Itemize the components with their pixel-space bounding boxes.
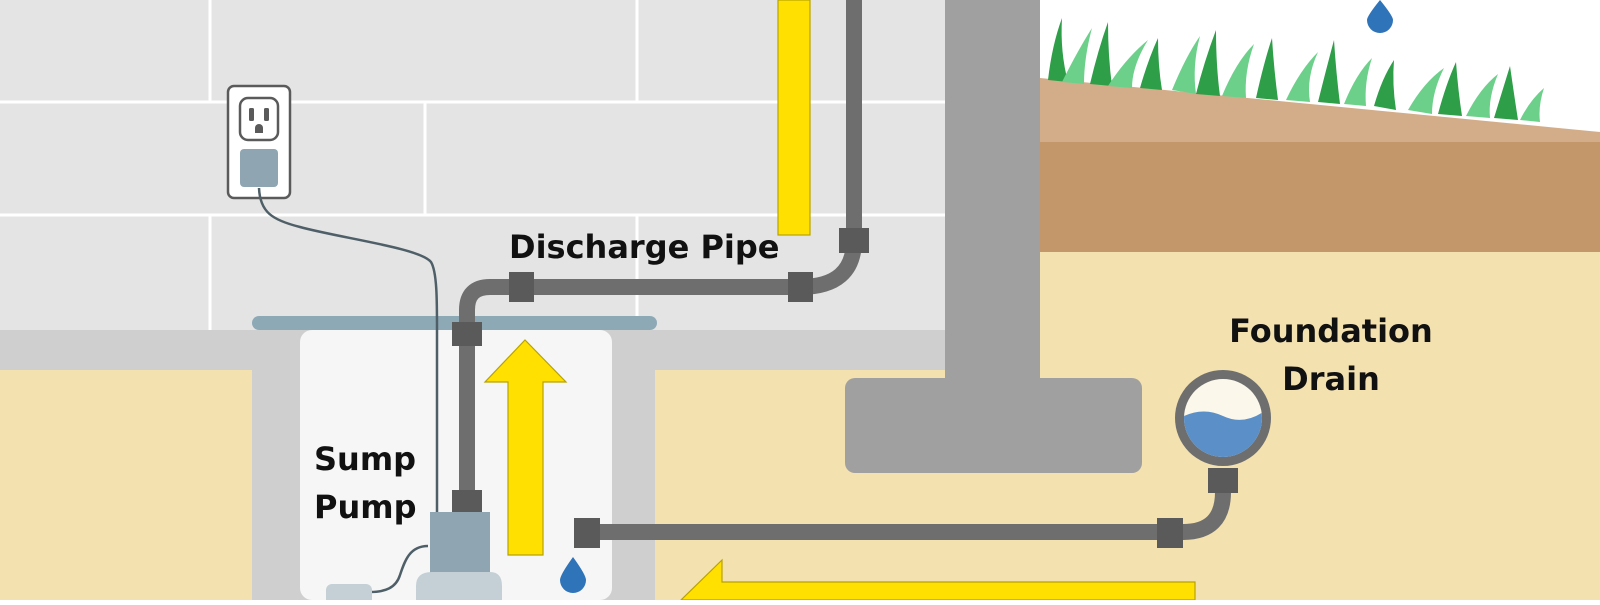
sump-pump-label-line2: Pump [314,488,416,526]
pipe-fitting [452,322,482,346]
pipe-fitting [452,490,482,514]
sump-pump-label-line1: Sump [314,440,416,478]
soil-surface [1040,78,1600,142]
float-cord [369,544,429,594]
pipe-fitting [788,272,813,302]
floor-slab [0,330,945,370]
foundation-drain-label-line1: Foundation [1229,312,1433,350]
soil-left [0,370,252,600]
sump-pump [326,512,502,605]
power-cord [257,187,439,600]
soil-outside-lower [1040,240,1600,380]
pipe-fitting [1208,468,1238,493]
foundation-drain-label-line2: Drain [1282,360,1380,398]
grass-icon [1048,18,1544,122]
pipe-fitting [574,518,600,548]
discharge-pipe [452,0,869,520]
foundation-wall [845,0,1142,473]
electrical-outlet-icon [226,84,292,200]
water-drop-icon [560,557,586,593]
pipe-fitting [509,272,534,302]
foundation-drain [574,370,1271,548]
water-drop-icon [1367,0,1393,33]
float-switch [326,584,372,605]
pipe-fitting [839,228,869,253]
topsoil [1040,142,1600,252]
pipe-fitting [1157,518,1183,548]
discharge-pipe-label: Discharge Pipe [509,228,779,266]
